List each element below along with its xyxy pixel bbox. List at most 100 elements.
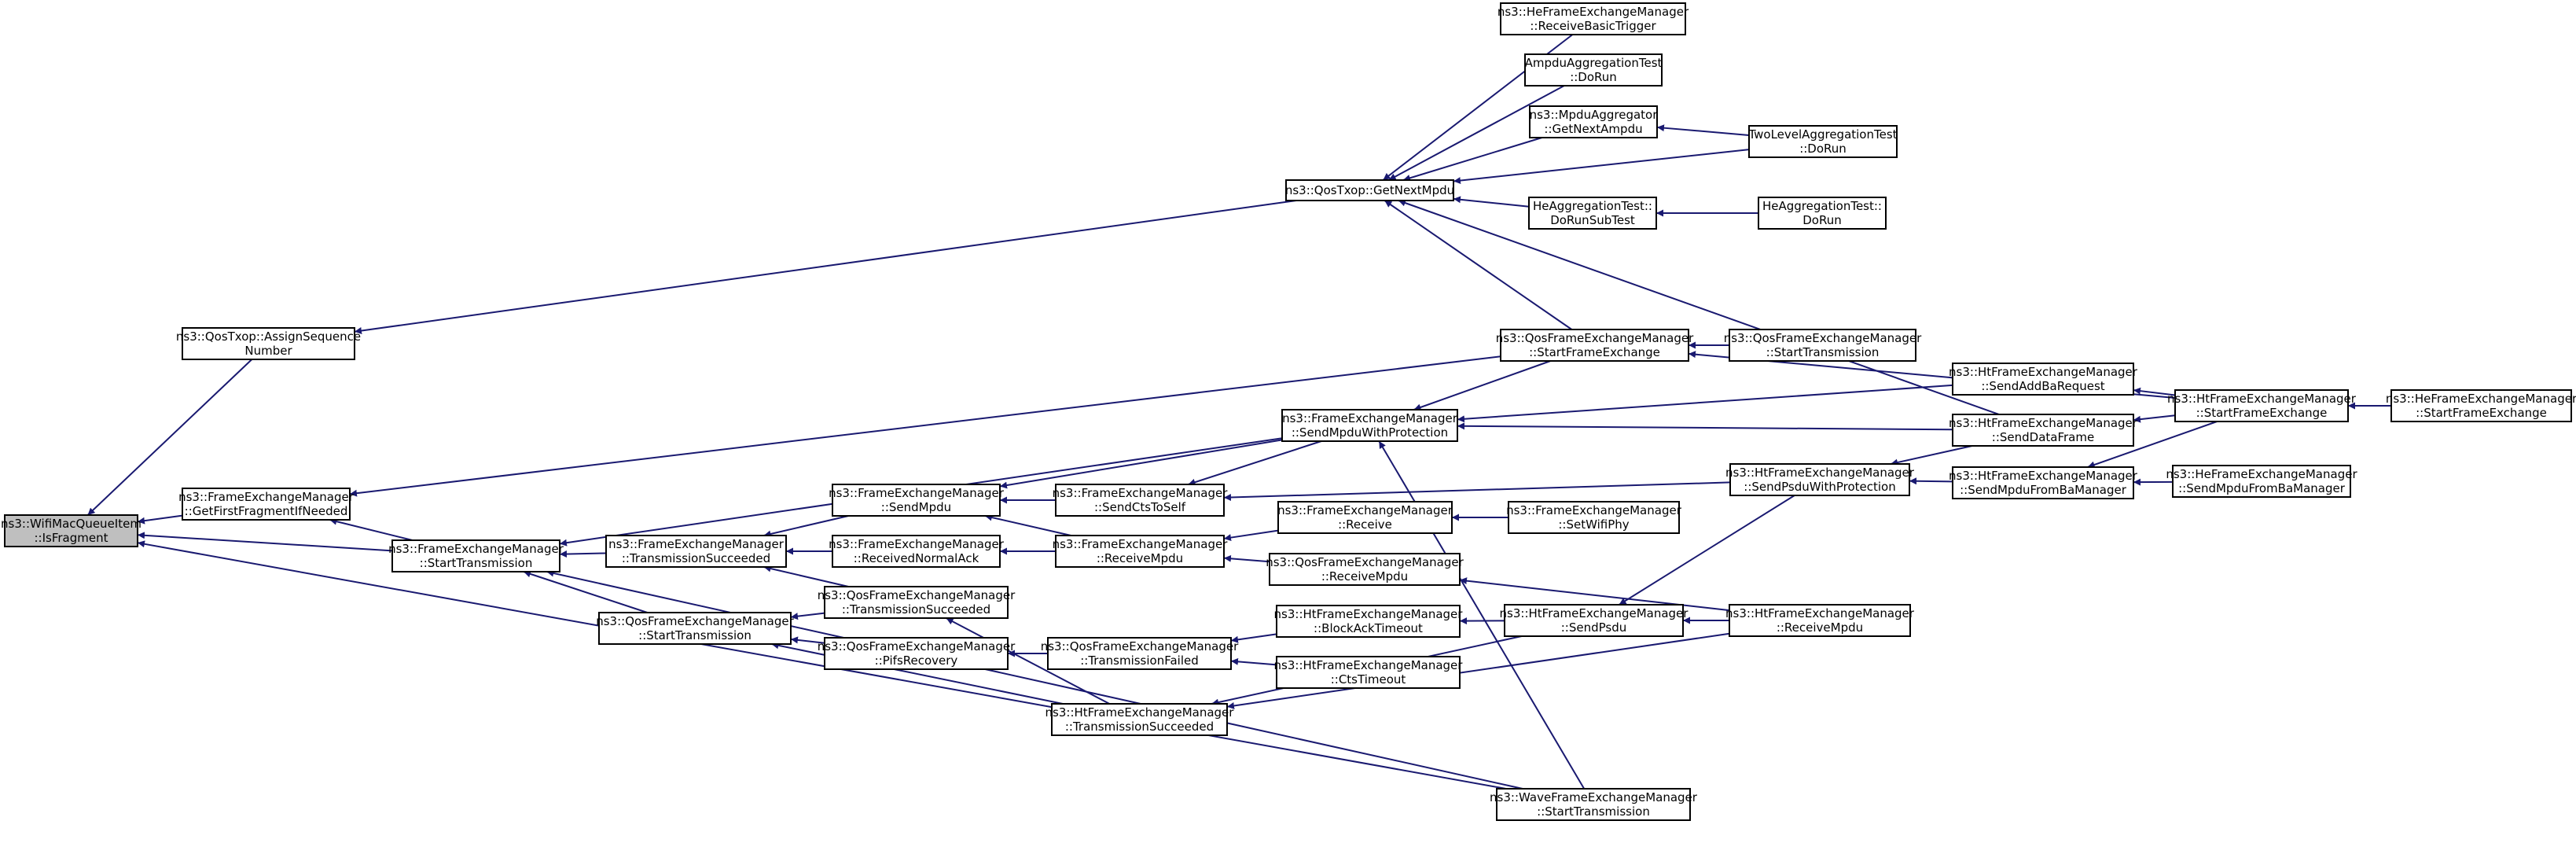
node-label-line: ns3::QosFrameExchangeManager	[1266, 555, 1464, 569]
node-label-line: ::ReceiveMpdu	[1097, 551, 1183, 565]
node-label-line: ::StartFrameExchange	[1529, 345, 1660, 359]
node-hefem_basic[interactable]: ns3::HeFrameExchangeManager::ReceiveBasi…	[1497, 2, 1689, 35]
node-fem_txsucc[interactable]: ns3::FrameExchangeManager::TransmissionS…	[605, 535, 787, 568]
node-fem_sendmpdu[interactable]: ns3::FrameExchangeManager::SendMpdu	[829, 484, 1005, 517]
edge-htfem_recvmpdu-to-htfem_txsucc	[1226, 632, 1730, 709]
edge-wave_start-to-root	[137, 540, 1506, 790]
node-label-line: ns3::FrameExchangeManager	[1053, 486, 1229, 500]
edge-htfem_senddata-to-fem_sendprot	[1457, 422, 1953, 431]
node-ampdu_test[interactable]: AmpduAggregationTest::DoRun	[1524, 53, 1663, 87]
node-box	[1047, 637, 1232, 670]
node-label-line: DoRun	[1802, 213, 1842, 227]
node-qfem_startfe[interactable]: ns3::QosFrameExchangeManager::StartFrame…	[1496, 329, 1694, 362]
node-qostxop_getnext[interactable]: ns3::QosTxop::GetNextMpdu	[1285, 179, 1454, 201]
node-qfem_txfailed[interactable]: ns3::QosFrameExchangeManager::Transmissi…	[1041, 637, 1239, 670]
node-box	[1500, 2, 1686, 35]
node-label-line: ns3::MpduAggregator	[1530, 108, 1659, 122]
node-label-line: ns3::HtFrameExchangeManager	[1725, 466, 1915, 480]
node-fem_setwifiphy[interactable]: ns3::FrameExchangeManager::SetWifiPhy	[1506, 501, 1682, 534]
edge-qfem_txsucc-to-fem_txsucc	[763, 565, 849, 587]
node-label-line: DoRunSubTest	[1550, 213, 1635, 227]
node-box	[598, 612, 792, 645]
node-label-line: ns3::HtFrameExchangeManager	[1949, 365, 2138, 379]
node-htfem_txsucc[interactable]: ns3::HtFrameExchangeManager::Transmissio…	[1045, 703, 1235, 736]
node-label-line: ::ReceivedNormalAck	[854, 551, 979, 565]
node-label-line: ::SendCtsToSelf	[1094, 500, 1186, 514]
edge-twolevel-to-qostxop_getnext	[1453, 149, 1750, 185]
node-label-line: ns3::HtFrameExchangeManager	[1274, 607, 1464, 621]
node-twolevel[interactable]: TwoLevelAggregationTest::DoRun	[1747, 125, 1898, 158]
node-label-line: ns3::QosTxop::AssignSequence	[176, 329, 361, 344]
node-htfem_sendpsdu[interactable]: ns3::HtFrameExchangeManager::SendPsdu	[1500, 604, 1689, 637]
node-htfem_psduprot[interactable]: ns3::HtFrameExchangeManager::SendPsduWit…	[1725, 463, 1915, 496]
node-fem_sendprot[interactable]: ns3::FrameExchangeManager::SendMpduWithP…	[1281, 409, 1458, 442]
node-box	[824, 586, 1009, 619]
node-htfem_frombam[interactable]: ns3::HtFrameExchangeManager::SendMpduFro…	[1949, 466, 2138, 499]
node-htfem_blockack[interactable]: ns3::HtFrameExchangeManager::BlockAckTim…	[1274, 605, 1464, 638]
edge-twolevel-to-mpdu_agg	[1656, 124, 1750, 136]
node-label-line: ns3::HeFrameExchangeManager	[1497, 5, 1689, 19]
node-fem_getfirst[interactable]: ns3::FrameExchangeManager::GetFirstFragm…	[178, 488, 355, 521]
node-qfem_pifs[interactable]: ns3::QosFrameExchangeManager::PifsRecove…	[818, 637, 1016, 670]
edge-htfem_frombam-to-htfem_psduprot	[1909, 477, 1953, 485]
node-label-line: ::TransmissionSucceeded	[842, 602, 990, 617]
edge-fem_sendmpdu-to-fem_txsucc	[763, 515, 849, 538]
node-qfem_recvmpdu[interactable]: ns3::QosFrameExchangeManager::ReceiveMpd…	[1266, 553, 1464, 586]
edge-qostxop_assign-to-root	[86, 359, 253, 516]
node-label-line: ::SendAddBaRequest	[1981, 379, 2104, 393]
edge-qostxop_getnext-to-qostxop_assign	[354, 200, 1297, 334]
edge-htfem_ctstimeout-to-qfem_txfailed	[1230, 657, 1277, 666]
edge-qfem_startfe-to-qostxop_getnext	[1384, 200, 1573, 330]
node-label-line: ns3::FrameExchangeManager	[178, 490, 355, 504]
node-qfem_start[interactable]: ns3::QosFrameExchangeManager::StartTrans…	[596, 612, 795, 645]
node-hefem_startfe[interactable]: ns3::HeFrameExchangeManager::StartFrameE…	[2386, 389, 2576, 422]
node-label-line: ::StartTransmission	[420, 556, 533, 570]
node-box	[182, 488, 351, 521]
node-label-line: ::StartTransmission	[1766, 345, 1880, 359]
node-htfem_startfe[interactable]: ns3::HtFrameExchangeManager::StartFrameE…	[2167, 389, 2357, 422]
node-label-line: ::GetNextAmpdu	[1544, 122, 1642, 136]
node-mpdu_agg[interactable]: ns3::MpduAggregator::GetNextAmpdu	[1529, 105, 1659, 138]
node-htfem_recvmpdu[interactable]: ns3::HtFrameExchangeManager::ReceiveMpdu	[1725, 604, 1915, 637]
node-hefem_frombam[interactable]: ns3::HeFrameExchangeManager::SendMpduFro…	[2166, 465, 2357, 498]
node-fem_receive[interactable]: ns3::FrameExchangeManager::Receive	[1277, 501, 1453, 534]
edge-htfem_senddata-to-htfem_psduprot	[1890, 445, 1973, 466]
node-fem_recvmpdu[interactable]: ns3::FrameExchangeManager::ReceiveMpdu	[1053, 535, 1229, 568]
node-heagg_run[interactable]: HeAggregationTest::DoRun	[1758, 197, 1887, 230]
edge-htfem_psduprot-to-fem_sendcts	[1223, 481, 1731, 502]
node-qfem_txsucc[interactable]: ns3::QosFrameExchangeManager::Transmissi…	[818, 586, 1016, 619]
node-fem_start[interactable]: ns3::FrameExchangeManager::StartTransmis…	[388, 539, 564, 572]
edge-htfem_startfe-to-htfem_senddata	[2133, 414, 2176, 423]
node-htfem_addba[interactable]: ns3::HtFrameExchangeManager::SendAddBaRe…	[1949, 363, 2138, 396]
node-label-line: ns3::HtFrameExchangeManager	[1949, 469, 2138, 483]
node-fem_recvnormalack[interactable]: ns3::FrameExchangeManager::ReceivedNorma…	[829, 535, 1005, 568]
node-htfem_ctstimeout[interactable]: ns3::HtFrameExchangeManager::CtsTimeout	[1274, 656, 1464, 689]
node-label-line: ns3::FrameExchangeManager	[1053, 537, 1229, 551]
node-label-line: ::IsFragment	[35, 531, 108, 545]
node-label-line: ::SendMpduWithProtection	[1292, 425, 1448, 440]
node-box	[4, 514, 138, 547]
node-box	[2174, 389, 2349, 422]
node-heagg_sub[interactable]: HeAggregationTest::DoRunSubTest	[1528, 197, 1657, 230]
nodes-layer: ns3::WifiMacQueueItem::IsFragmentns3::Qo…	[1, 2, 2576, 821]
node-label-line: ns3::HeFrameExchangeManager	[2166, 467, 2357, 481]
node-qfem_starttx2[interactable]: ns3::QosFrameExchangeManager::StartTrans…	[1724, 329, 1922, 362]
node-label-line: ::SendPsduWithProtection	[1744, 480, 1895, 494]
node-wave_start[interactable]: ns3::WaveFrameExchangeManager::StartTran…	[1490, 788, 1698, 821]
node-label-line: AmpduAggregationTest	[1525, 56, 1663, 70]
node-root[interactable]: ns3::WifiMacQueueItem::IsFragment	[1, 514, 141, 547]
node-box	[1055, 484, 1225, 517]
node-fem_sendcts[interactable]: ns3::FrameExchangeManager::SendCtsToSelf	[1053, 484, 1229, 517]
node-label-line: ::SendMpduFromBaManager	[1960, 483, 2127, 497]
node-box	[1276, 656, 1461, 689]
edges-layer	[86, 34, 2391, 790]
node-label-line: ns3::FrameExchangeManager	[829, 537, 1005, 551]
node-htfem_senddata[interactable]: ns3::HtFrameExchangeManager::SendDataFra…	[1949, 414, 2138, 447]
node-label-line: ns3::HtFrameExchangeManager	[1274, 658, 1464, 672]
node-box	[2390, 389, 2572, 422]
edge-fem_sendprot-to-fem_sendmpdu	[999, 439, 1283, 489]
node-label-line: ns3::QosFrameExchangeManager	[1496, 331, 1694, 345]
node-box	[1758, 197, 1887, 230]
